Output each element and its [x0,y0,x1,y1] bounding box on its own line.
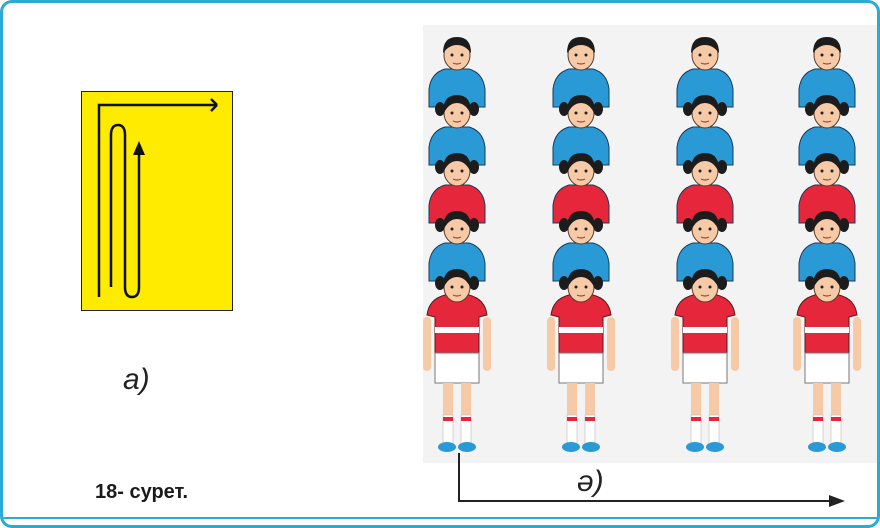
child-shirt [552,126,610,166]
child-column [671,36,739,452]
sock-stripe [709,417,719,421]
path-line-top [97,103,217,297]
axis-arrowhead [829,495,845,507]
arm [547,317,555,371]
arm [607,317,615,371]
diagram-background [81,91,233,311]
sock-stripe [831,417,841,421]
child-shirt [552,184,610,224]
shoe [562,442,580,452]
child-shirt [428,126,486,166]
child-shirt [428,68,486,108]
shirt-stripe [559,327,603,333]
arm [853,317,861,371]
child-shirt [676,68,734,108]
child-column [547,36,615,452]
shoe [686,442,704,452]
zigzag-path-diagram-icon [81,91,233,311]
child-shirt [428,184,486,224]
shoe [438,442,456,452]
leg [813,383,823,445]
leg [461,383,471,445]
path-arrowhead-icon [133,141,145,155]
child-shirt [676,126,734,166]
shirt-stripe [805,327,849,333]
leg [443,383,453,445]
axis-line [458,453,841,502]
front-child-shirt [796,294,858,354]
child-shirt [428,242,486,282]
arm [483,317,491,371]
sock-stripe [461,417,471,421]
sock-stripe [813,417,823,421]
leg [567,383,577,445]
children-formation-illustration [423,36,861,452]
sock-stripe [443,417,453,421]
label-a: а) [123,363,150,396]
label-ae: ә) [577,465,604,498]
shoe [808,442,826,452]
arm [671,317,679,371]
child-shirt [552,242,610,282]
sock-stripe [585,417,595,421]
shorts [804,352,850,384]
direction-arrow-icon [458,453,845,507]
shoe [828,442,846,452]
shoe [582,442,600,452]
child-head [566,36,596,71]
child-head [812,36,842,71]
shoe [458,442,476,452]
front-child-shirt [550,294,612,354]
child-shirt [798,68,856,108]
sock-stripe [567,417,577,421]
shirt-stripe [683,327,727,333]
shorts [434,352,480,384]
child-shirt [552,68,610,108]
arm [731,317,739,371]
child-column [423,36,491,452]
shorts [558,352,604,384]
child-column [793,36,861,452]
leg [691,383,701,445]
child-shirt [676,184,734,224]
child-shirt [798,242,856,282]
child-shirt [676,242,734,282]
child-shirt [798,184,856,224]
leg [709,383,719,445]
shirt-stripe [435,327,479,333]
child-head [690,36,720,71]
child-shirt [798,126,856,166]
bottom-rule [3,517,877,519]
sock-stripe [691,417,701,421]
arm [423,317,431,371]
path-zigzag [109,123,141,299]
path-hook [210,98,218,112]
leg [585,383,595,445]
figure-caption: 18- сурет. [95,481,189,503]
shoe [706,442,724,452]
child-head [442,36,472,71]
arm [793,317,801,371]
leg [831,383,841,445]
front-child-shirt [674,294,736,354]
shorts [682,352,728,384]
front-child-shirt [426,294,488,354]
